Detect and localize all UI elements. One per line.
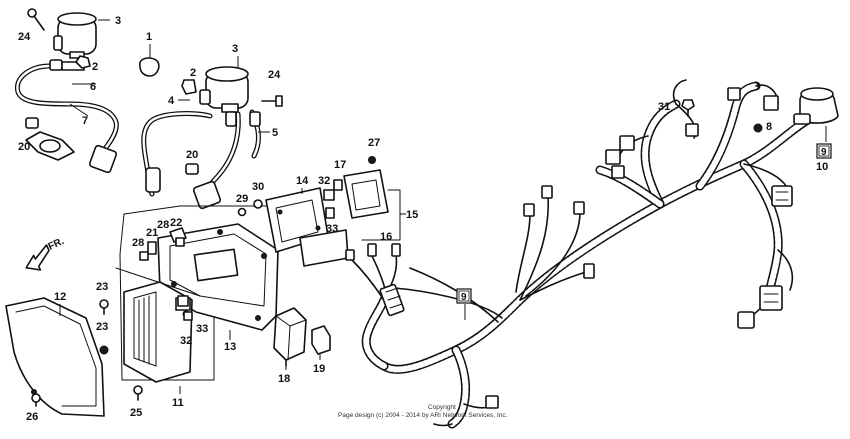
- nut-30[interactable]: [253, 199, 263, 209]
- callout-9-center: 9: [461, 292, 467, 303]
- callout-13: 13: [224, 341, 236, 353]
- callout-23-lower: 23: [96, 321, 108, 333]
- callout-32-lower: 32: [180, 335, 192, 347]
- bolt-24-upper[interactable]: [27, 8, 45, 31]
- bolt-23-lower[interactable]: [99, 345, 109, 355]
- clip-17[interactable]: [333, 179, 343, 191]
- bolt-25[interactable]: [133, 385, 143, 401]
- callout-6: 6: [90, 81, 96, 93]
- front-direction-label: FR.: [47, 236, 66, 253]
- callout-28-right: 28: [157, 219, 169, 231]
- cushion-32-lower[interactable]: [177, 295, 189, 307]
- copyright-line-1: Copyright: [428, 404, 456, 411]
- callout-21: 21: [146, 227, 158, 239]
- callout-33-lower: 33: [196, 323, 208, 335]
- callout-14: 14: [296, 175, 309, 187]
- spark-plug-wire-left[interactable]: [14, 59, 119, 174]
- callout-10: 10: [816, 161, 828, 173]
- callout-7: 7: [82, 115, 88, 127]
- callout-18: 18: [278, 373, 290, 385]
- callout-22: 22: [170, 217, 182, 229]
- cap-2-center[interactable]: [181, 79, 197, 95]
- clip-28-right[interactable]: [175, 237, 185, 247]
- callout-26: 26: [26, 411, 38, 423]
- callout-3-center: 3: [232, 43, 238, 55]
- callout-4: 4: [168, 95, 175, 107]
- callout-29: 29: [236, 193, 248, 205]
- callout-17: 17: [334, 159, 346, 171]
- harness-side-wires[interactable]: [351, 79, 794, 427]
- callout-2-left: 2: [92, 61, 98, 73]
- clip-8[interactable]: [753, 123, 763, 133]
- callout-20-left: 20: [18, 141, 30, 153]
- cap-2-left[interactable]: [75, 55, 91, 69]
- ignition-coil-center[interactable]: [199, 56, 249, 113]
- callout-3-upper: 3: [115, 15, 121, 27]
- ignition-coil-upper[interactable]: [53, 12, 110, 59]
- clip-20-left[interactable]: [25, 117, 39, 129]
- bolt-24-center[interactable]: [261, 95, 283, 107]
- callout-2-center: 2: [190, 67, 196, 79]
- spark-plug-wire-4[interactable]: [141, 99, 213, 197]
- clip-20-center[interactable]: [185, 163, 199, 175]
- bolt-26[interactable]: [31, 393, 41, 407]
- clip-21[interactable]: [147, 241, 157, 255]
- clamp-1[interactable]: [139, 44, 160, 77]
- callout-15: 15: [406, 209, 418, 221]
- bolt-27[interactable]: [368, 156, 376, 164]
- clip-33-upper[interactable]: [325, 207, 335, 219]
- cushion-32-upper[interactable]: [323, 189, 335, 201]
- harness-connectors[interactable]: [345, 87, 839, 409]
- spark-plug-wire-5[interactable]: [192, 109, 270, 210]
- relay-unit-15[interactable]: [343, 169, 406, 241]
- callout-23-upper: 23: [96, 281, 108, 293]
- callout-30: 30: [252, 181, 264, 193]
- callout-1: 1: [146, 31, 152, 43]
- clip-28-left[interactable]: [139, 251, 149, 261]
- copyright-line-2: Page design (c) 2004 - 2014 by ARI Netwo…: [338, 412, 508, 419]
- callout-32-upper: 32: [318, 175, 330, 187]
- callout-20-center: 20: [186, 149, 198, 161]
- regulator-18[interactable]: [273, 307, 307, 370]
- callout-11: 11: [172, 397, 184, 409]
- cover-12[interactable]: [5, 297, 105, 417]
- callout-33-upper: 33: [326, 223, 338, 235]
- callout-19: 19: [313, 363, 325, 375]
- callout-12: 12: [54, 291, 66, 303]
- callout-16: 16: [380, 231, 392, 243]
- callout-31: 31: [658, 101, 670, 113]
- callout-27: 27: [368, 137, 380, 149]
- fuse-19[interactable]: [311, 325, 331, 360]
- clip-33-lower[interactable]: [183, 311, 193, 321]
- bolt-23-upper[interactable]: [99, 299, 109, 315]
- boxed-ref-9-right: 9: [816, 143, 832, 159]
- callout-28-left: 28: [132, 237, 144, 249]
- front-direction-arrow: [25, 244, 50, 271]
- callout-24-center: 24: [268, 69, 281, 81]
- callout-9-right: 9: [821, 147, 827, 158]
- callout-25: 25: [130, 407, 142, 419]
- callout-5: 5: [272, 127, 278, 139]
- main-wire-harness[interactable]: [361, 81, 813, 429]
- boxed-ref-9-center: 9: [456, 288, 472, 304]
- bolt-31[interactable]: [681, 99, 695, 117]
- cdi-unit-11[interactable]: [123, 281, 193, 394]
- callout-8: 8: [766, 121, 772, 133]
- bolt-29[interactable]: [237, 207, 247, 217]
- callout-24-upper: 24: [18, 31, 31, 43]
